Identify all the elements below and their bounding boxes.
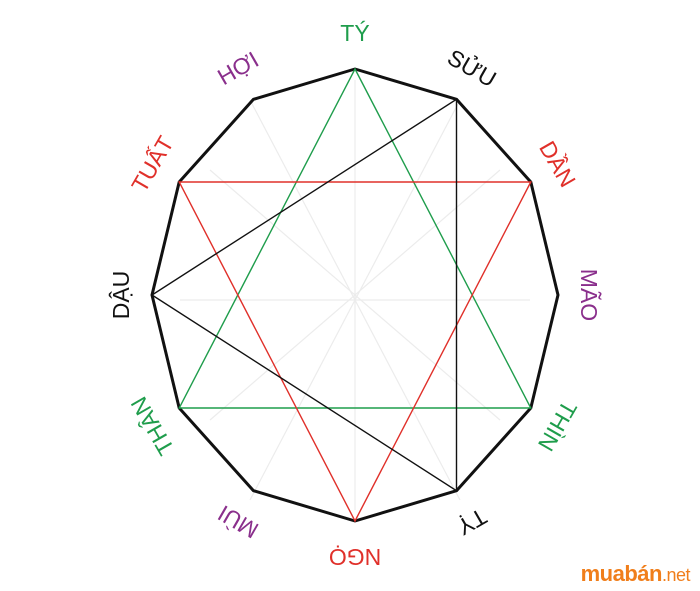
green-triangle bbox=[178, 67, 532, 409]
label-tuat: TUẤT bbox=[125, 131, 178, 197]
label-dan: DẦN bbox=[534, 136, 582, 192]
label-hoi: HỢI bbox=[213, 46, 263, 90]
label-mao: MÃO bbox=[576, 269, 602, 321]
watermark-tld: .net bbox=[661, 565, 691, 585]
muaban-watermark-logo: muabán.net bbox=[580, 561, 691, 587]
label-dau: DẬU bbox=[108, 271, 134, 320]
guide-line bbox=[209, 169, 501, 421]
red-triangle bbox=[178, 181, 532, 523]
watermark-brand: muabán bbox=[580, 561, 663, 586]
label-ti: TỴ bbox=[453, 503, 491, 540]
label-ngo: NGỌ bbox=[329, 544, 381, 570]
label-than: THÂN bbox=[126, 392, 180, 459]
label-mui: MÙI bbox=[213, 500, 263, 544]
black-triangle bbox=[150, 98, 458, 492]
label-ty: TÝ bbox=[340, 20, 369, 46]
label-thin: THÌN bbox=[533, 396, 582, 455]
label-suu: SỬU bbox=[443, 42, 502, 92]
faint-guide-lines bbox=[180, 80, 530, 510]
triangles-group bbox=[150, 67, 532, 523]
